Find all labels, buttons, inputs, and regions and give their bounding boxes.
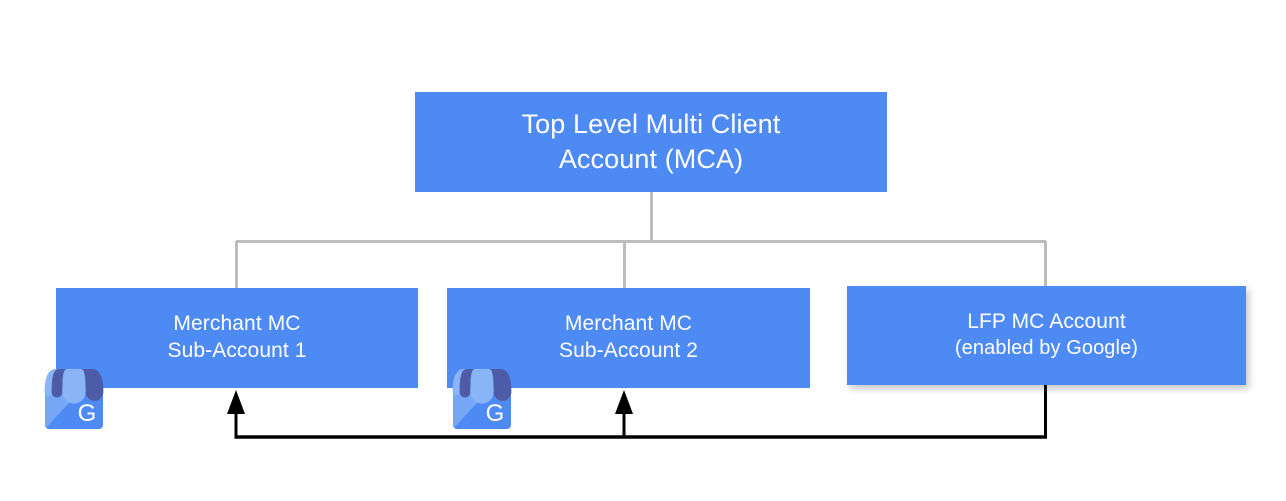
node-top-level-mca[interactable]: Top Level Multi Client Account (MCA) bbox=[415, 92, 887, 192]
gbp-awning-segment-1b bbox=[44, 369, 59, 396]
gbp-letter-g: G bbox=[78, 400, 97, 427]
node-lfp-mc-account-line1: LFP MC Account bbox=[967, 310, 1126, 334]
gbp-awning-segment-1 bbox=[452, 369, 467, 396]
gbp-awning-segment-2 bbox=[459, 369, 475, 398]
feed-arrowhead-sub1 bbox=[227, 390, 245, 414]
google-business-profile-icon: G bbox=[452, 369, 512, 429]
node-merchant-mc-sub-account-2[interactable]: Merchant MC Sub-Account 2 bbox=[447, 288, 810, 388]
node-merchant-mc-sub-account-2-line2: Sub-Account 2 bbox=[558, 339, 699, 362]
node-top-level-mca-line2: Account (MCA) bbox=[558, 144, 744, 174]
google-business-profile-icon: G bbox=[44, 369, 104, 429]
gbp-awning-segment-2 bbox=[51, 369, 67, 398]
gbp-awning-segment-3 bbox=[62, 369, 86, 404]
hierarchy-connector-group bbox=[235, 192, 1047, 288]
node-merchant-mc-sub-account-1[interactable]: Merchant MC Sub-Account 1 bbox=[56, 288, 418, 388]
node-merchant-mc-sub-account-1-line2: Sub-Account 1 bbox=[167, 339, 307, 362]
node-top-level-mca-line1: Top Level Multi Client bbox=[521, 109, 781, 140]
gbp-awning-segment-4 bbox=[81, 369, 104, 401]
node-lfp-mc-account[interactable]: LFP MC Account (enabled by Google) bbox=[847, 286, 1246, 385]
gbp-letter-g: G bbox=[486, 400, 505, 427]
node-merchant-mc-sub-account-2-line1: Merchant MC bbox=[564, 312, 693, 336]
node-lfp-mc-account-line2: (enabled by Google) bbox=[954, 337, 1139, 360]
node-merchant-mc-sub-account-1-line1: Merchant MC bbox=[173, 312, 301, 336]
feed-connector-group bbox=[227, 385, 1047, 439]
feed-arrowhead-sub2 bbox=[615, 390, 633, 414]
gbp-awning-segment-4 bbox=[489, 369, 512, 401]
gbp-awning-segment-3 bbox=[470, 369, 494, 404]
